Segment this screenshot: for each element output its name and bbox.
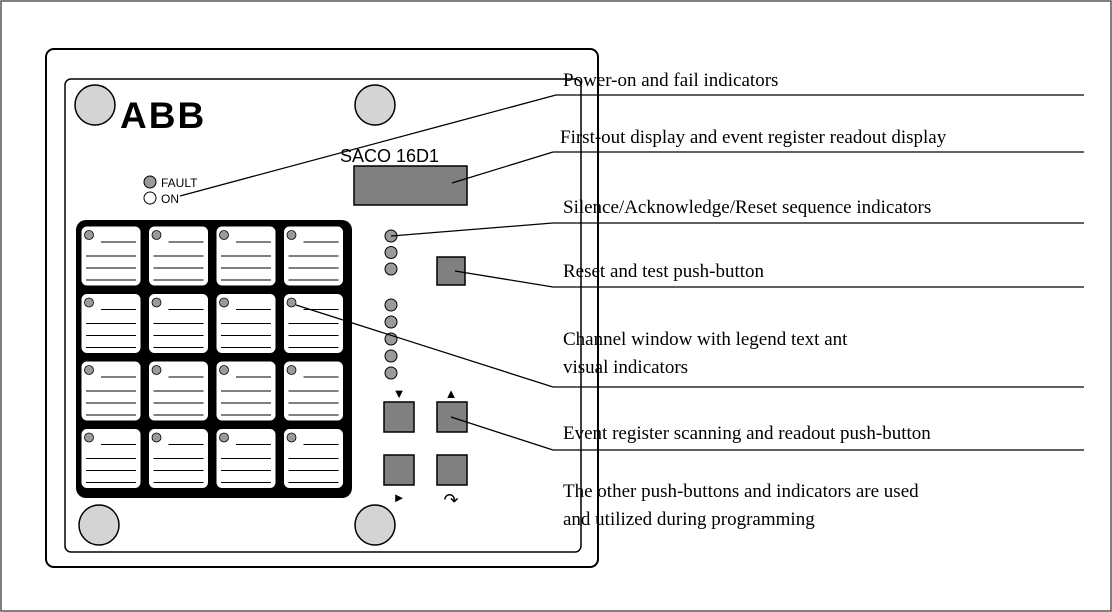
leader-line-display [451,151,554,184]
sequence-led-group [384,229,398,276]
channel-led [84,365,94,375]
channel-window [80,360,142,422]
leader-lines [179,94,557,451]
leader-line-channel [295,304,554,388]
channel-led [151,365,162,375]
channel-window [215,360,277,422]
channel-led [286,365,297,375]
channel-led [84,432,94,443]
channel-led [219,432,229,443]
leader-line-scan [450,416,554,451]
scan-down-button[interactable] [383,401,415,433]
channel-window [80,225,142,287]
scan-led [384,349,398,363]
leader-line-sequence [390,222,554,237]
channel-window [148,360,209,422]
channel-led [219,297,229,308]
down-arrow-icon: ▼ [393,386,406,401]
scan-led [384,298,398,312]
channel-led [151,297,162,308]
channel-window [215,293,277,354]
channel-window [283,428,344,489]
program-rotate-button[interactable] [436,454,468,486]
channel-led [84,230,94,240]
screw-icon [354,504,396,546]
screw-icon [78,504,120,546]
callout-power-on-fail: Power-on and fail indicators [563,70,778,91]
leader-line-power [179,94,557,197]
model-label: SACO 16D1 [340,146,439,166]
channel-window [283,360,344,422]
scan-led [384,315,398,329]
channel-led [151,230,162,240]
first-out-display [353,165,468,206]
channel-window [148,293,209,354]
callout-first-out-display: First-out display and event register rea… [560,127,947,148]
channel-window [283,225,344,287]
channel-led [286,230,297,240]
channel-led [219,365,229,375]
sequence-led [384,246,398,259]
scan-led-group [384,298,398,380]
fault-led [143,175,157,189]
channel-led [286,432,297,443]
callout-channel-window-line2: visual indicators [563,357,688,378]
on-label: ON [161,192,179,206]
channel-led [219,230,229,240]
channel-grid [76,220,352,498]
channel-window [215,225,277,287]
rotate-arrow-icon: ↷ [443,490,458,510]
scan-led [384,366,398,380]
channel-led [151,432,162,443]
screw-icon [354,84,396,126]
channel-window [148,428,209,489]
screw-icon [74,84,116,126]
callout-event-scan: Event register scanning and readout push… [563,423,931,444]
callout-reset-test: Reset and test push-button [563,261,765,282]
abb-logo: ABB [120,95,206,136]
callout-channel-window-line1: Channel window with legend text ant [563,329,848,350]
channel-window [215,428,277,489]
channel-window [283,293,344,354]
up-arrow-icon: ▲ [445,386,458,401]
callout-rules [553,94,1084,451]
channel-window [80,428,142,489]
channel-led [84,297,94,308]
callout-sequence-indicators: Silence/Acknowledge/Reset sequence indic… [563,197,931,218]
channel-led [286,297,297,308]
channel-window [148,225,209,287]
channel-window [80,293,142,354]
right-arrow-icon: ► [393,490,406,505]
sequence-led [384,262,398,276]
on-led [143,191,157,205]
program-step-button[interactable] [383,454,415,486]
callout-other-buttons-line1: The other push-buttons and indicators ar… [563,481,919,502]
leader-line-reset [454,270,554,288]
channel-windows [80,225,344,489]
fault-label: FAULT [161,176,198,190]
callout-other-buttons-line2: and utilized during programming [563,509,815,530]
reset-test-button[interactable] [436,256,466,286]
